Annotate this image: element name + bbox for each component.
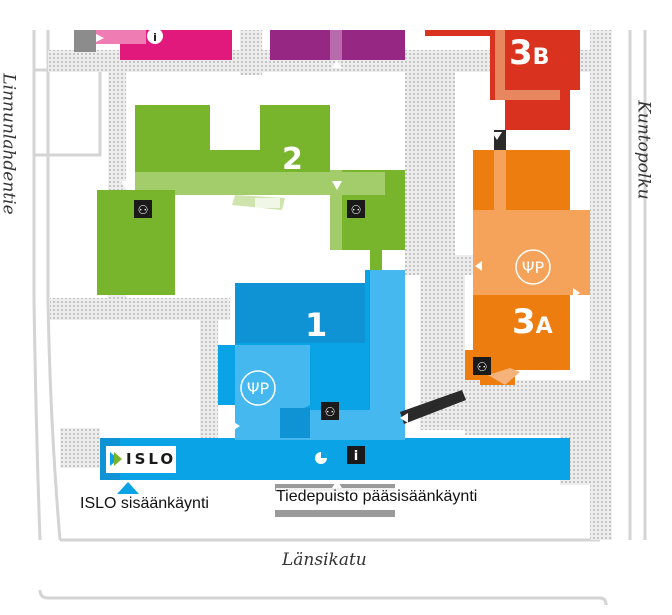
svg-text:⚇: ⚇ <box>325 405 336 419</box>
svg-text:⚇: ⚇ <box>351 203 362 217</box>
building-1-number: 1 <box>305 306 328 344</box>
building-purple <box>270 30 405 60</box>
islo-entrance-arrow-icon <box>117 482 139 494</box>
svg-text:⚇: ⚇ <box>477 360 488 374</box>
restaurant-icon: ΨP <box>515 249 551 285</box>
building-3a <box>465 150 590 385</box>
info-icon: i <box>347 446 365 464</box>
street-right: Kuntopolku <box>633 100 654 200</box>
islo-logo <box>106 446 176 473</box>
islo-logo-text: ISLO <box>126 450 177 468</box>
street-left: Linnunlahdentie <box>0 73 19 215</box>
pathways <box>32 30 647 606</box>
building-3b-suffix: B <box>532 45 550 70</box>
svg-text:i: i <box>354 449 358 464</box>
building-3b-label: 3B <box>509 33 549 73</box>
building-magenta <box>74 30 232 60</box>
svg-text:⚇: ⚇ <box>138 203 149 217</box>
main-entrance-label: Tiedepuisto pääsisäänkäynti <box>276 488 478 506</box>
restroom-icon: ⚇ <box>473 357 491 375</box>
islo-entrance-label: ISLO sisäänkäynti <box>80 495 209 513</box>
restroom-icon: ⚇ <box>347 200 365 218</box>
restroom-icon: ⚇ <box>134 200 152 218</box>
restroom-icon: ⚇ <box>321 402 339 420</box>
info-icon: i <box>147 28 163 44</box>
building-3a-label: 3A <box>512 302 553 342</box>
svg-text:i: i <box>153 31 157 44</box>
svg-text:ΨP: ΨP <box>522 258 545 277</box>
street-bottom: Länsikatu <box>282 550 367 570</box>
building-1 <box>100 270 570 480</box>
building-3a-number: 3 <box>512 302 536 342</box>
passage-bridge <box>400 390 466 424</box>
building-2-number: 2 <box>282 142 303 177</box>
building-2 <box>97 105 405 295</box>
restaurant-icon: ΨP <box>240 370 276 406</box>
building-3b-number: 3 <box>509 33 533 73</box>
entrance-arrows <box>121 60 580 488</box>
building-3a-suffix: A <box>535 314 553 339</box>
accessibility-icon <box>315 452 327 464</box>
svg-text:ΨP: ΨP <box>247 379 270 398</box>
